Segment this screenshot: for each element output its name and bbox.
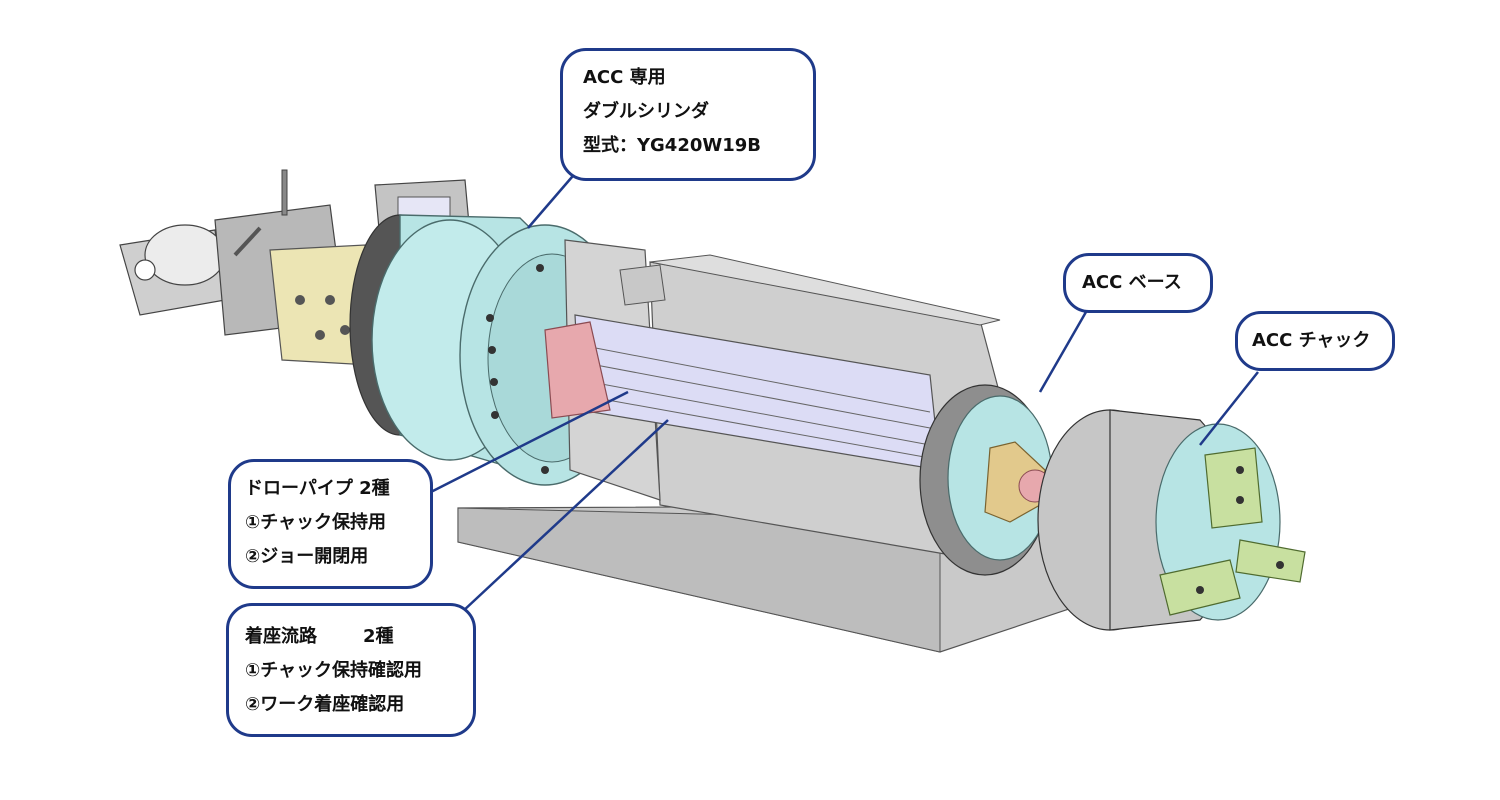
callout-seat-flow-title: 着座流路 2種 [245,620,473,654]
callout-base-label: ACC ベース [1082,272,1182,293]
callout-acc-chuck: ACC チャック [1235,311,1395,371]
leader-seat-flow [461,419,669,613]
leader-lines [424,169,1259,613]
callout-double-cylinder: ACC 専用 ダブルシリンダ 型式：YG420W19B [560,48,816,181]
callout-cylinder-model: 型式：YG420W19B [583,135,762,156]
callout-seat-flow: 着座流路 2種 ①チャック保持確認用 ②ワーク着座確認用 [226,603,476,737]
callout-seat-flow-title-b: 2種 [363,626,394,647]
callout-seat-flow-item2: ②ワーク着座確認用 [245,694,405,715]
callout-draw-pipe: ドローパイプ 2種 ①チャック保持用 ②ジョー開閉用 [228,459,433,589]
callout-seat-flow-title-a: 着座流路 [245,626,317,647]
callout-draw-pipe-title: ドローパイプ 2種 [245,478,390,499]
rear-actuator [119,169,471,366]
leader-cylinder [527,169,579,229]
callout-draw-pipe-item1: ①チャック保持用 [245,512,387,533]
acc-chuck [1037,409,1306,631]
callout-cylinder-line2: ダブルシリンダ [583,101,709,122]
leader-draw-pipe [424,390,629,497]
leader-chuck [1199,371,1259,446]
callout-acc-base: ACC ベース [1063,253,1213,313]
acc-base [919,384,1053,576]
cutaway-section [544,239,941,501]
leader-base [1038,304,1092,393]
callout-seat-flow-item1: ①チャック保持確認用 [245,660,423,681]
callout-chuck-label: ACC チャック [1252,330,1371,351]
callout-cylinder-line1: ACC 専用 [583,67,666,88]
callout-draw-pipe-item2: ②ジョー開閉用 [245,546,369,567]
